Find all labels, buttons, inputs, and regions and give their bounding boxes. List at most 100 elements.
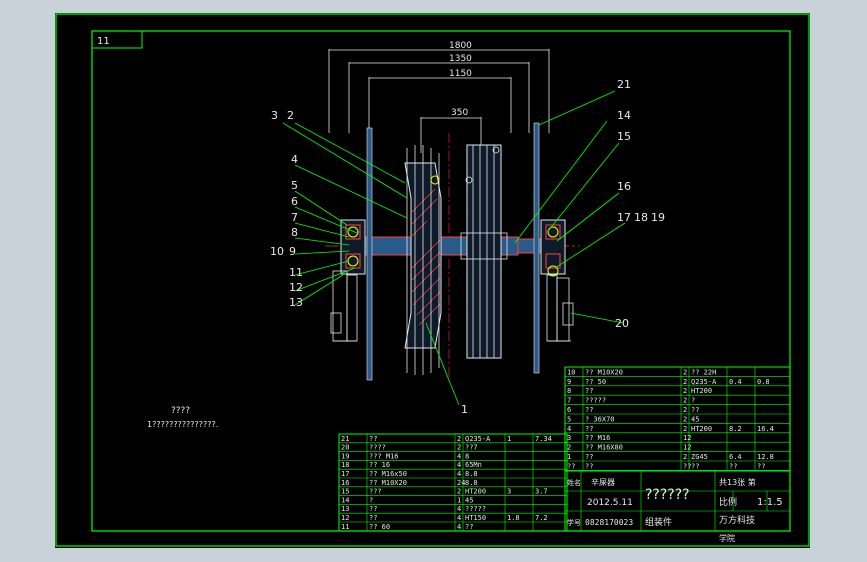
parts-cell: ?? M10X20 xyxy=(585,368,623,376)
parts-cell: ?? xyxy=(369,514,377,522)
parts-cell: 0.8 xyxy=(757,378,770,386)
dim-1800: 1800 xyxy=(449,41,472,51)
parts-cell: ??7 xyxy=(465,444,478,452)
parts-cell: ?? xyxy=(757,462,765,470)
parts-cell: ? xyxy=(369,496,373,504)
title-block: 姓名 辛屎器 2012.5.11 学号 0828170023 ?????? 组装… xyxy=(564,470,791,543)
parts-cell: 9 xyxy=(567,378,571,386)
parts-cell: ?? M16x50 xyxy=(369,470,407,478)
parts-cell: 65Mn xyxy=(465,461,482,469)
callout-13: 13 xyxy=(289,296,303,309)
parts-cell: 8.2 xyxy=(729,425,742,433)
sheet-count: 共13张 第 xyxy=(719,477,756,487)
dim-350: 350 xyxy=(451,108,468,118)
parts-cell: 4 xyxy=(457,461,461,469)
callout-14: 14 xyxy=(617,109,631,122)
parts-cell: 4 xyxy=(567,425,571,433)
parts-cell: ?? xyxy=(585,462,593,470)
parts-cell: ???? xyxy=(369,444,386,452)
parts-cell: 2 xyxy=(683,415,687,423)
parts-cell: ????? xyxy=(465,505,486,513)
dimension-lines xyxy=(328,49,550,153)
parts-cell: 18 xyxy=(341,461,349,469)
parts-cell: 3 xyxy=(507,488,511,496)
callout-2: 2 xyxy=(287,109,294,122)
parts-cell: 4 xyxy=(457,523,461,531)
callout-4: 4 xyxy=(291,153,298,166)
left-flange-disc xyxy=(366,127,373,381)
parts-cell: ?? xyxy=(567,462,575,470)
parts-cell: ZG45 xyxy=(691,453,708,461)
parts-cell: 4 xyxy=(457,505,461,513)
parts-cell: ? 36X70 xyxy=(585,415,615,423)
left-sheave xyxy=(404,145,442,375)
parts-cell: 2 xyxy=(457,444,461,452)
parts-cell: 4 xyxy=(457,470,461,478)
parts-cell: 3.7 xyxy=(535,488,548,496)
parts-cell: ?? xyxy=(369,435,377,443)
parts-cell: HT150 xyxy=(465,514,486,522)
scale-value: 1:1.5 xyxy=(757,497,783,508)
parts-cell: 7 xyxy=(567,397,571,405)
parts-cell: ?? M16X80 xyxy=(585,444,623,452)
parts-cell: 20 xyxy=(341,444,349,452)
callout-18: 18 xyxy=(634,211,648,224)
parts-cell: 7.34 xyxy=(535,435,552,443)
parts-cell: ?? 16 xyxy=(369,461,390,469)
parts-cell: ?? 50 xyxy=(585,378,606,386)
parts-cell: 2 xyxy=(683,368,687,376)
callout-5: 5 xyxy=(291,179,298,192)
parts-cell: ?? xyxy=(465,523,473,531)
dim-1150: 1150 xyxy=(449,69,472,79)
parts-cell: 1 xyxy=(567,453,571,461)
parts-cell: 14 xyxy=(341,496,349,504)
right-flange-disc xyxy=(533,122,540,374)
parts-cell: ?? 60 xyxy=(369,523,390,531)
parts-cell: HT200 xyxy=(465,488,486,496)
parts-cell: 6.4 xyxy=(729,453,742,461)
callout-8: 8 xyxy=(291,226,298,239)
right-bearing-housing xyxy=(540,219,574,342)
parts-cell: 2 xyxy=(683,387,687,395)
drawing-date: 2012.5.11 xyxy=(587,498,633,508)
callout-17: 17 xyxy=(617,211,631,224)
parts-cell: ?? 22H xyxy=(691,368,716,376)
left-bearing-housing xyxy=(330,219,366,342)
parts-cell: Q235-A xyxy=(465,435,491,443)
callout-3: 3 xyxy=(271,109,278,122)
student-id: 0828170023 xyxy=(585,518,633,527)
parts-cell: ?? xyxy=(585,387,593,395)
parts-cell: ?? xyxy=(585,453,593,461)
parts-cell: 3 xyxy=(567,434,571,442)
callout-20: 20 xyxy=(615,317,629,330)
callout-7: 7 xyxy=(291,211,298,224)
callout-12: 12 xyxy=(289,281,303,294)
designer-name: 辛屎器 xyxy=(591,477,615,487)
callout-leaders xyxy=(282,90,626,406)
parts-cell: 4 xyxy=(457,452,461,460)
callout-9: 9 xyxy=(289,245,296,258)
parts-cell: 16.4 xyxy=(757,425,774,433)
parts-cell: 17 xyxy=(341,470,349,478)
parts-cell: 6 xyxy=(567,406,571,414)
parts-cell: 45 xyxy=(465,496,473,504)
callout-numbers: 3 2 4 5 6 7 8 10 9 11 12 13 21 14 15 16 … xyxy=(270,78,665,416)
parts-cell: 5 xyxy=(567,415,571,423)
parts-cell: 8 xyxy=(567,387,571,395)
designer-label: 姓名 xyxy=(567,478,581,487)
parts-cell: 12 xyxy=(683,434,691,442)
scale-label: 比例 xyxy=(719,496,737,508)
parts-cell: 2 xyxy=(683,425,687,433)
sheet-tag-box xyxy=(91,30,143,49)
parts-cell: 21 xyxy=(341,435,349,443)
right-sheave xyxy=(460,144,508,359)
parts-cell: 8 xyxy=(465,452,469,460)
school-name: 万方科技 xyxy=(719,514,755,526)
parts-cell: 2 xyxy=(683,453,687,461)
parts-cell: ?? xyxy=(369,505,377,513)
parts-cell: 15 xyxy=(341,488,349,496)
parts-cell: 2 xyxy=(567,444,571,452)
parts-cell: ?? M16 xyxy=(585,434,610,442)
parts-cell: 10 xyxy=(567,368,575,376)
